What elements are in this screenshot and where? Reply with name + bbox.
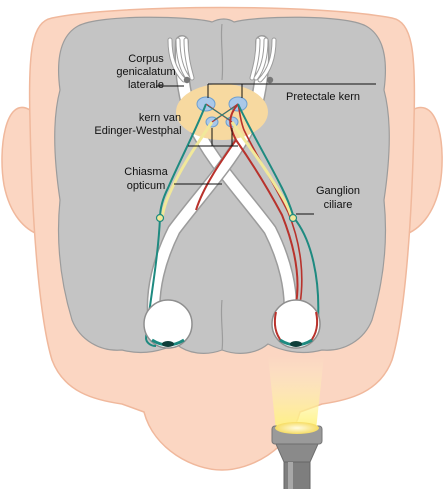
label-lgn-2: genicalatum	[116, 66, 175, 78]
label-lgn-1: Corpus	[128, 53, 164, 65]
label-lgn-3: laterale	[128, 79, 164, 91]
pupil-left	[162, 341, 174, 347]
label-ganglion-1: Ganglion	[316, 185, 360, 197]
penlight-highlight	[288, 462, 293, 489]
light-beam	[268, 356, 324, 430]
eye-left	[144, 300, 192, 348]
eyeball-icon	[272, 300, 320, 348]
eyeball-icon	[144, 300, 192, 348]
label-chiasma-1: Chiasma	[124, 166, 168, 178]
eye-right	[272, 300, 320, 348]
ciliary-ganglion-right	[290, 215, 297, 222]
label-chiasma-2: opticum	[127, 180, 166, 192]
penlight-body	[284, 462, 310, 489]
ciliary-ganglion-left	[157, 215, 164, 222]
label-ew-2: Edinger-Westphal	[94, 125, 181, 137]
pupil-right	[290, 341, 302, 347]
label-ganglion-2: ciliare	[324, 199, 353, 211]
label-pretectal: Pretectale kern	[286, 91, 360, 103]
penlight-bulb	[275, 422, 319, 434]
penlight-icon	[268, 356, 324, 489]
label-ew-1: kern van	[139, 112, 181, 124]
lgn-right-dot	[267, 77, 273, 83]
lgn-left-dot	[184, 77, 190, 83]
penlight-neck	[276, 444, 318, 462]
midbrain-area	[176, 84, 268, 140]
